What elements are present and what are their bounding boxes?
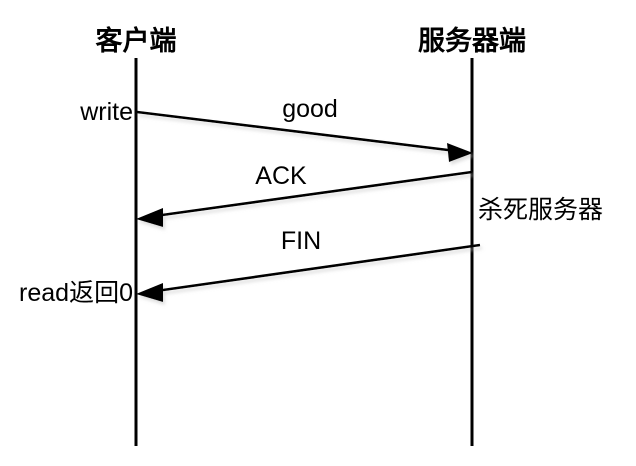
participant-title-client: 客户端 (95, 26, 177, 57)
message-label-good: good (282, 95, 338, 123)
message-arrow-ack (136, 170, 473, 227)
annotation-read-returns-zero: read返回0 (19, 279, 133, 307)
participant-title-server: 服务器端 (418, 26, 526, 57)
message-arrow-good (136, 110, 473, 162)
annotation-write: write (80, 98, 133, 126)
message-arrow-fin (136, 243, 481, 302)
arrowhead-left-fin (136, 283, 163, 302)
message-label-ack: ACK (255, 162, 307, 190)
message-label-fin: FIN (280, 227, 322, 255)
arrowhead-left-ack (136, 208, 163, 227)
annotation-kill-server: 杀死服务器 (478, 196, 604, 224)
arrowhead-right-good (447, 143, 473, 162)
